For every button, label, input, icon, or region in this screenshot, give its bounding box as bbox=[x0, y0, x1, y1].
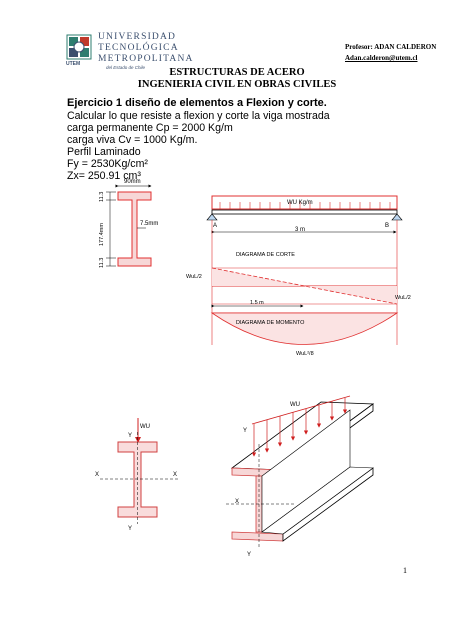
logo-tagline: del Estado de Chile bbox=[106, 65, 146, 70]
cs-load-label: WU bbox=[140, 424, 150, 430]
iso-axis-x: X bbox=[235, 499, 239, 505]
page-number: 1 bbox=[403, 566, 407, 575]
distributed-load-block bbox=[211, 195, 398, 210]
support-b-icon bbox=[391, 213, 403, 221]
cs-axis-x-right: X bbox=[173, 472, 177, 478]
load-label: WU Kg/m bbox=[287, 200, 313, 206]
exercise-line-4: Perfil Laminado bbox=[67, 146, 141, 158]
half-span-label: 1.5 m bbox=[250, 300, 264, 306]
i-section-shape bbox=[117, 191, 152, 267]
logo-line-2: TECNOLÓGICA bbox=[98, 43, 179, 53]
iso-axis-y-bottom: Y bbox=[247, 552, 251, 558]
moment-title: DIAGRAMA DE MOMENTO bbox=[236, 320, 305, 326]
university-logo: UTEM UNIVERSIDAD TECNOLÓGICA METROPOLITA… bbox=[66, 32, 196, 70]
beam-diagram: WU Kg/m A B 3 m DIAGRAMA DE CORTE WuL/2 … bbox=[186, 195, 411, 357]
beam-member bbox=[211, 209, 398, 215]
exercise-line-2: carga permanente Cp = 2000 Kg/m bbox=[67, 122, 233, 134]
cs-axis-y-bottom: Y bbox=[128, 526, 132, 532]
isometric-beam: WU Y X Y bbox=[226, 395, 375, 558]
shear-diagram bbox=[212, 268, 397, 304]
shear-left-label: WuL/2 bbox=[186, 274, 202, 280]
logo-line-3: METROPOLITANA bbox=[98, 54, 194, 64]
support-a-label: A bbox=[213, 223, 217, 229]
support-a-icon bbox=[206, 213, 218, 221]
shear-title: DIAGRAMA DE CORTE bbox=[236, 252, 295, 258]
height-label: 177.4mm bbox=[99, 223, 105, 246]
logo-emblem-icon bbox=[66, 34, 92, 60]
width-label: 90mm bbox=[124, 179, 141, 185]
cs-axis-x-left: X bbox=[95, 472, 99, 478]
course-title: ESTRUCTURAS DE ACERO bbox=[169, 67, 305, 78]
cs-axis-y-top: Y bbox=[128, 433, 132, 439]
iso-axis-y-top: Y bbox=[243, 428, 247, 434]
shear-right-label: WuL/2 bbox=[395, 295, 411, 301]
loaded-cross-section: WU Y Y X X bbox=[95, 418, 178, 532]
exercise-line-3: carga viva Cv = 1000 Kg/m. bbox=[67, 134, 198, 146]
exercise-line-6: Zx= 250.91 cm³ bbox=[67, 170, 141, 182]
exercise-heading: Ejercicio 1 diseño de elementos a Flexio… bbox=[67, 97, 327, 109]
support-b-label: B bbox=[385, 223, 389, 229]
flange-top-label: 11.3 bbox=[99, 192, 105, 202]
logo-line-1: UNIVERSIDAD bbox=[98, 32, 177, 42]
exercise-line-1: Calcular lo que resiste a flexion y cort… bbox=[67, 110, 330, 122]
exercise-line-5: Fy = 2530Kg/cm² bbox=[67, 158, 148, 170]
span-label: 3 m bbox=[295, 227, 305, 233]
web-label: 7.5mm bbox=[140, 221, 158, 227]
i-section-profile: 90mm 11.3 177.4mm 11.3 7.5mm bbox=[99, 179, 158, 268]
professor-email[interactable]: Adan.calderon@utem.cl bbox=[345, 54, 418, 62]
logo-abbrev: UTEM bbox=[66, 61, 81, 67]
flange-bottom-label: 11.3 bbox=[99, 258, 105, 268]
professor-name: Profesor: ADAN CALDERON bbox=[345, 43, 437, 51]
moment-diagram bbox=[210, 312, 399, 345]
iso-load-label: WU bbox=[290, 402, 300, 408]
program-title: INGENIERIA CIVIL EN OBRAS CIVILES bbox=[137, 79, 337, 90]
moment-max-label: WuL²/8 bbox=[296, 351, 314, 357]
